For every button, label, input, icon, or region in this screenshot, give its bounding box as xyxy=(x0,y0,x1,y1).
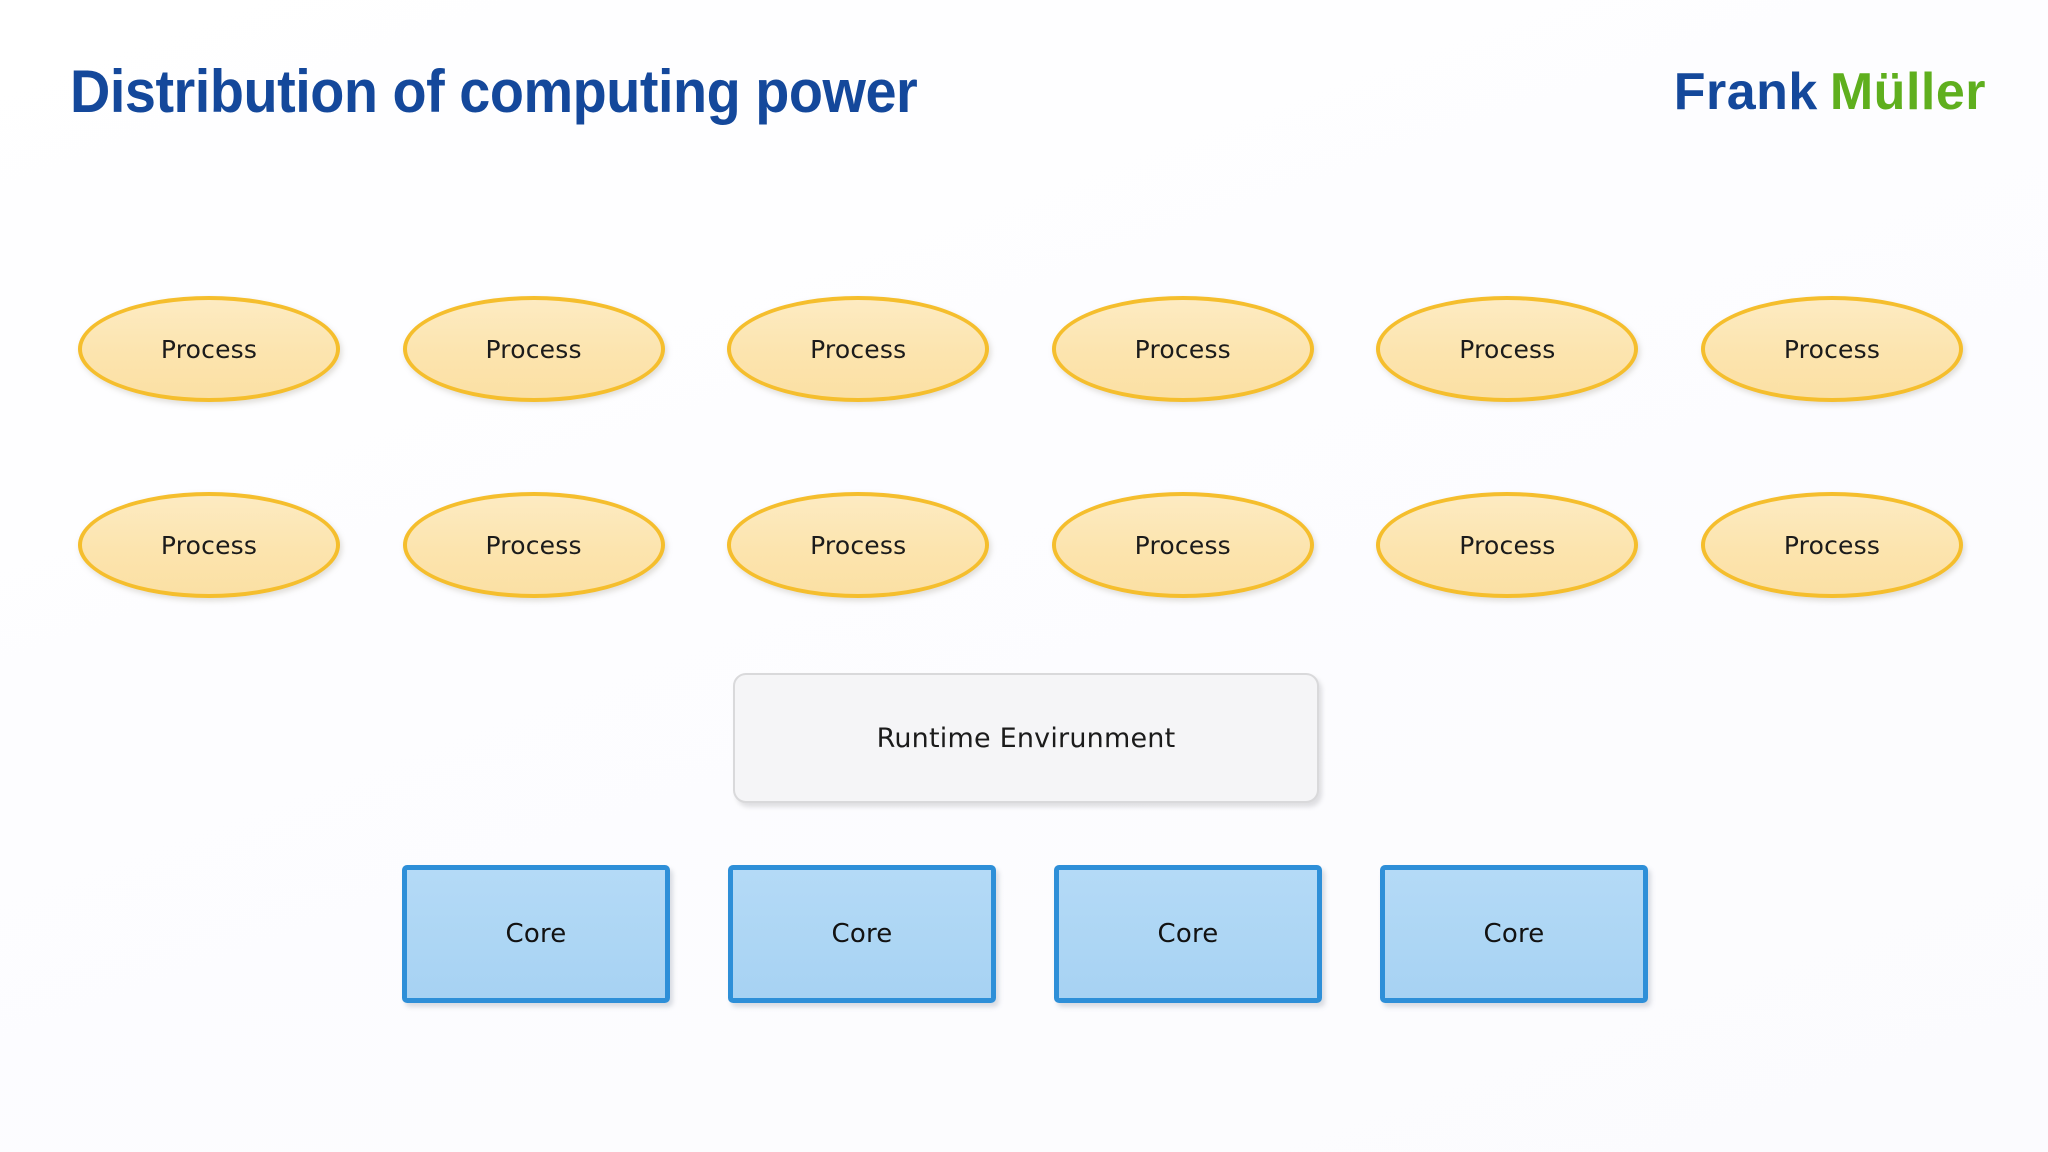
core-node-label: Core xyxy=(1157,919,1219,949)
core-node-label: Core xyxy=(831,919,893,949)
core-node-label: Core xyxy=(1483,919,1545,949)
runtime-environment-label: Runtime Envirunment xyxy=(876,722,1176,754)
process-node[interactable]: Process xyxy=(1376,296,1639,402)
core-node[interactable]: Core xyxy=(1054,865,1322,1003)
process-node[interactable]: Process xyxy=(402,296,665,402)
core-node[interactable]: Core xyxy=(402,865,670,1003)
core-node[interactable]: Core xyxy=(728,865,996,1003)
process-row-bottom: Process Process Process Process Process … xyxy=(78,491,1963,599)
process-node[interactable]: Process xyxy=(1700,492,1963,598)
process-node[interactable]: Process xyxy=(402,492,665,598)
author-last-name: Müller xyxy=(1829,63,1986,121)
process-node-label: Process xyxy=(160,334,258,364)
process-node-label: Process xyxy=(1134,530,1231,560)
process-node[interactable]: Process xyxy=(1051,492,1314,598)
core-row: Core Core Core Core xyxy=(402,864,1648,1004)
process-node-label: Process xyxy=(485,334,582,364)
process-node[interactable]: Process xyxy=(727,296,990,402)
author-first-name: Frank xyxy=(1673,63,1818,121)
process-node-label: Process xyxy=(160,530,258,560)
core-node[interactable]: Core xyxy=(1380,865,1648,1003)
process-row-top: Process Process Process Process Process … xyxy=(78,295,1963,403)
process-node-label: Process xyxy=(810,530,907,560)
process-node-label: Process xyxy=(485,530,582,560)
process-node-label: Process xyxy=(1134,334,1231,364)
process-node-label: Process xyxy=(1783,334,1881,364)
process-node[interactable]: Process xyxy=(1051,296,1314,402)
process-node-label: Process xyxy=(810,334,907,364)
process-node-label: Process xyxy=(1459,334,1556,364)
process-node-label: Process xyxy=(1783,530,1881,560)
process-node[interactable]: Process xyxy=(78,492,340,598)
process-node[interactable]: Process xyxy=(1700,296,1963,402)
page-title: Distribution of computing power xyxy=(70,58,918,125)
process-node[interactable]: Process xyxy=(1376,492,1639,598)
process-node-label: Process xyxy=(1459,530,1556,560)
core-node-label: Core xyxy=(505,919,567,949)
runtime-environment-box[interactable]: Runtime Envirunment xyxy=(733,673,1319,803)
process-node[interactable]: Process xyxy=(78,296,340,402)
process-node[interactable]: Process xyxy=(727,492,990,598)
